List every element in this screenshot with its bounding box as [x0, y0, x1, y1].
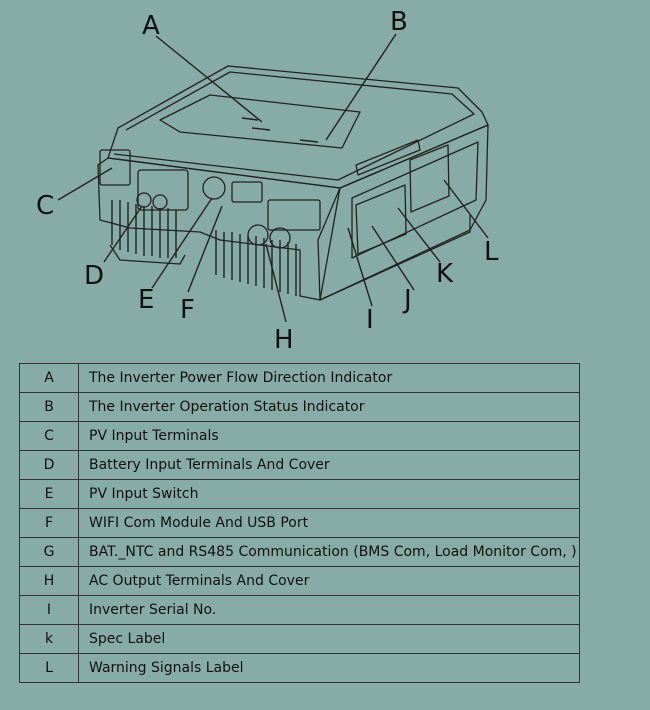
legend-code: L: [19, 653, 79, 683]
legend-code: B: [19, 392, 79, 422]
legend-code: F: [19, 508, 79, 538]
legend-desc: WIFI Com Module And USB Port: [78, 508, 580, 538]
legend-desc: The Inverter Power Flow Direction Indica…: [78, 363, 580, 393]
callout-a: A: [142, 11, 160, 41]
legend-desc: AC Output Terminals And Cover: [78, 566, 580, 596]
callout-e: E: [138, 285, 154, 315]
legend-code: A: [19, 363, 79, 393]
leader-lines: [57, 33, 489, 323]
legend-code: H: [19, 566, 79, 596]
legend-code: C: [19, 421, 79, 451]
callout-j: J: [402, 285, 412, 315]
legend-desc: The Inverter Operation Status Indicator: [78, 392, 580, 422]
inverter-diagram: A B C D E F H I J K L: [36, 7, 499, 355]
legend-code: k: [19, 624, 79, 654]
callout-b: B: [390, 7, 408, 37]
legend-code: G: [19, 537, 79, 567]
callout-h: H: [274, 325, 294, 355]
legend-desc: Spec Label: [78, 624, 580, 654]
legend-desc: Inverter Serial No.: [78, 595, 580, 625]
legend-code: D: [19, 450, 79, 480]
inverter-illustration: [97, 65, 489, 301]
legend-code: I: [19, 595, 79, 625]
legend-desc: Battery Input Terminals And Cover: [78, 450, 580, 480]
callout-l: L: [484, 237, 499, 267]
legend-desc: Warning Signals Label: [78, 653, 580, 683]
legend-desc: PV Input Switch: [78, 479, 580, 509]
legend-desc: BAT._NTC and RS485 Communication (BMS Co…: [78, 537, 580, 567]
callout-k: K: [436, 259, 454, 289]
callout-i: I: [366, 305, 374, 335]
callout-f: F: [180, 295, 195, 325]
callout-c: C: [36, 191, 54, 221]
callout-d: D: [84, 261, 104, 291]
callout-labels: A B C D E F H I J K L: [36, 7, 499, 355]
legend-code: E: [19, 479, 79, 509]
legend-desc: PV Input Terminals: [78, 421, 580, 451]
